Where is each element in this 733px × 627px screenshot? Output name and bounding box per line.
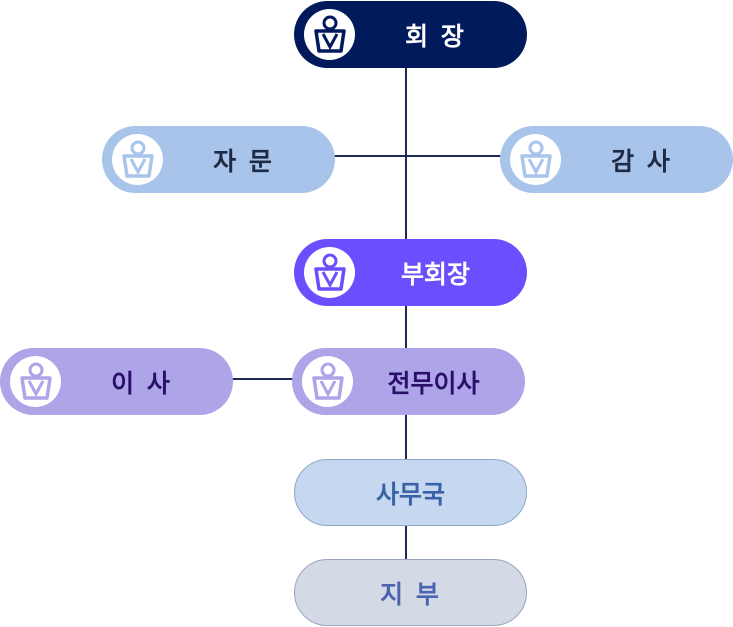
node-label: 회 장: [405, 21, 466, 51]
connector-director-managing: [232, 378, 294, 380]
person-icon: [304, 9, 355, 60]
node-label: 전무이사: [387, 368, 480, 398]
node-chairman: 회 장: [294, 1, 527, 68]
connector-managing-secretariat: [405, 415, 407, 459]
person-icon: [510, 134, 561, 185]
node-vice-chairman: 부회장: [294, 239, 527, 306]
node-label: 자 문: [213, 146, 274, 176]
node-director: 이 사: [0, 348, 233, 415]
node-label: 부회장: [400, 259, 470, 289]
node-auditor: 감 사: [500, 126, 733, 193]
connector-secretariat-branch: [405, 526, 407, 560]
node-label: 이 사: [111, 368, 172, 398]
connector-vice-managing: [405, 306, 407, 350]
person-icon: [112, 134, 163, 185]
node-label: 지 부: [380, 579, 441, 609]
connector-chairman-vice: [405, 68, 407, 240]
person-icon: [304, 247, 355, 298]
node-secretariat: 사무국: [294, 459, 527, 526]
person-icon: [10, 356, 61, 407]
connector-advisor-auditor: [334, 155, 501, 157]
node-advisor: 자 문: [102, 126, 335, 193]
node-branch: 지 부: [294, 559, 527, 626]
node-managing-director: 전무이사: [292, 348, 525, 415]
person-icon: [302, 356, 353, 407]
node-label: 사무국: [375, 479, 445, 509]
node-label: 감 사: [611, 146, 672, 176]
